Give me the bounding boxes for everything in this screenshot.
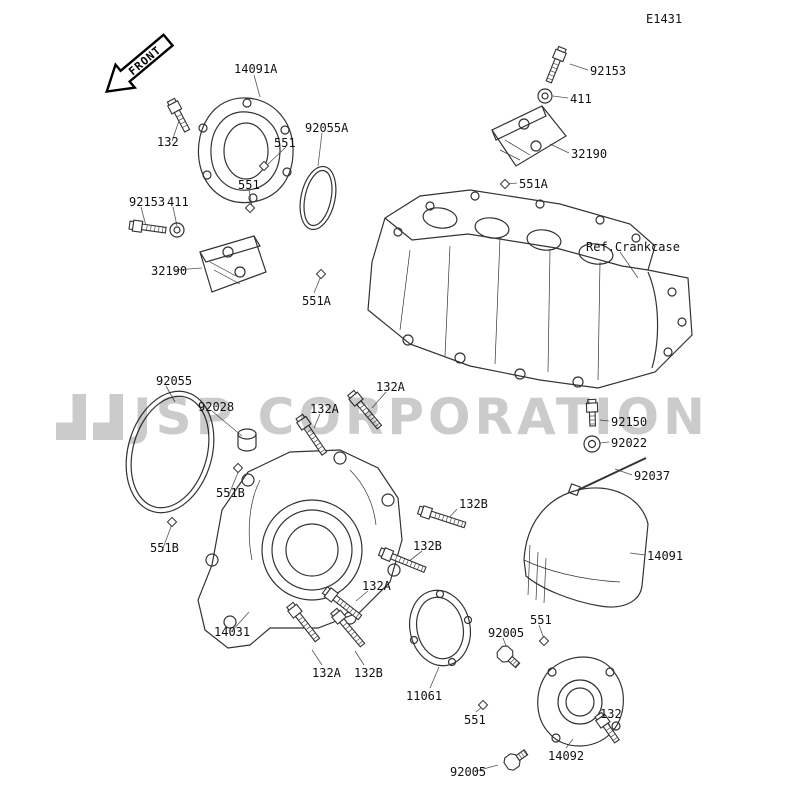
part-132A-bolt-3: [321, 586, 363, 621]
part-92005-plug-1: [496, 645, 521, 669]
part-32190-bracket-right: [491, 105, 567, 167]
part-92028-damper: [237, 428, 257, 452]
part-92150-bolt: [585, 398, 599, 427]
part-551B-dowel-1: [232, 462, 244, 474]
part-92005-plug-2: [503, 749, 529, 771]
part-411-washer-left: [169, 222, 185, 238]
sheet-code: E1431: [646, 12, 683, 26]
part-92037-clamp: [567, 457, 647, 497]
part-14091A-cover-plate: [197, 97, 294, 204]
part-92022-washer: [583, 435, 601, 453]
part-551-dowel-1: [258, 160, 270, 172]
part-411-washer-right: [537, 88, 553, 104]
part-92055-oring: [125, 390, 215, 514]
part-92153-bolt-top-right: [545, 45, 567, 84]
part-551-dowel-2: [244, 202, 256, 214]
part-132A-bolt-2: [346, 389, 383, 430]
part-551A-dowel-2: [315, 268, 327, 280]
part-132A-bolt-4: [286, 601, 321, 643]
part-132B-bolt-3: [329, 607, 366, 648]
part-132A-bolt-1: [295, 413, 328, 456]
front-arrow: FRONT: [105, 33, 175, 94]
part-11061-gasket: [409, 589, 473, 667]
part-551-dowel-4: [477, 699, 489, 711]
part-32190-bracket-left: [199, 235, 267, 293]
part-551-dowel-3: [538, 635, 550, 647]
part-ref-crankcase: [367, 189, 693, 389]
part-92153-bolt-left: [128, 219, 167, 234]
part-132B-bolt-2: [377, 547, 427, 574]
part-92055A-oring: [299, 165, 337, 231]
leader-lines: [140, 63, 646, 772]
part-551B-dowel-2: [166, 516, 178, 528]
part-14031-engine-cover: [197, 449, 403, 649]
part-132B-bolt-1: [416, 505, 467, 529]
part-132-bolt-top-left: [166, 97, 191, 133]
part-132-bolt-bottom-right: [594, 711, 620, 744]
part-14091-cover: [523, 487, 649, 608]
part-551A-dowel-1: [499, 178, 511, 190]
